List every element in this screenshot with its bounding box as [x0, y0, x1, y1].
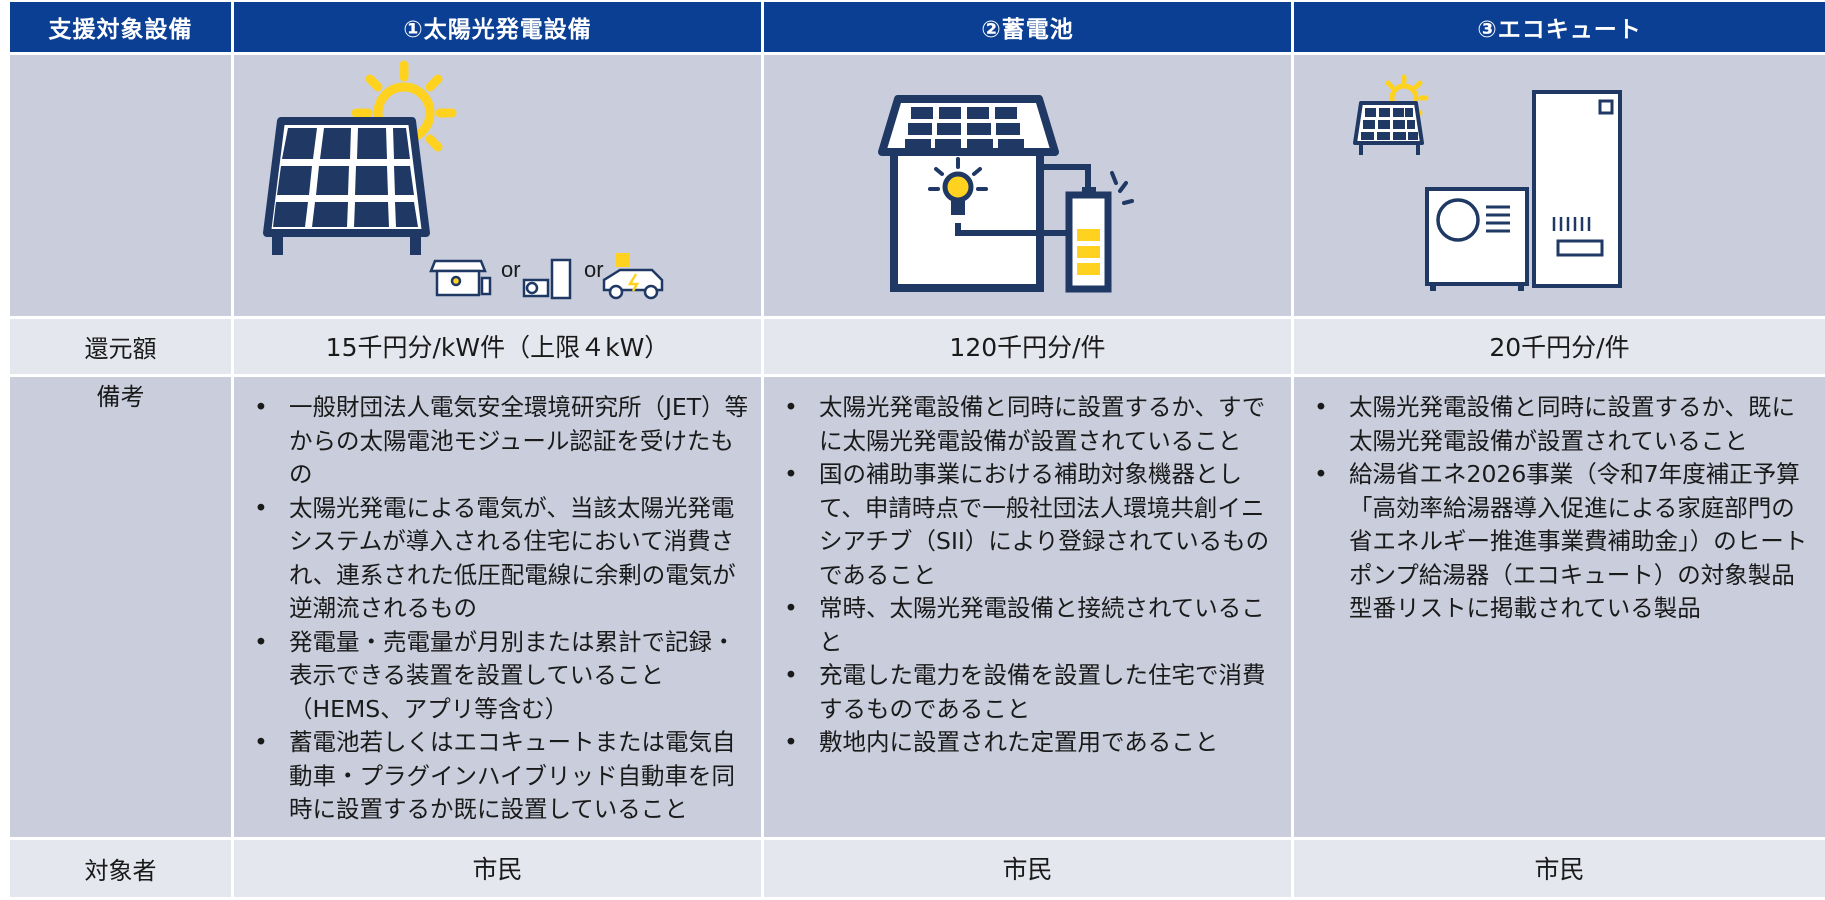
light-bulb-icon: [928, 157, 988, 216]
target-row: 対象者 市民 市民 市民: [10, 839, 1825, 900]
list-item: 発電量・売電量が月別または累計で記録・表示できる装置を設置していること（HEMS…: [254, 626, 751, 727]
notes-solar: 一般財団法人電気安全環境研究所（JET）等からの太陽電池モジュール認証を受けたも…: [234, 377, 764, 840]
target-solar: 市民: [234, 839, 764, 900]
header-ecocute: ③エコキュート: [1294, 2, 1825, 56]
notes-row: 備考 一般財団法人電気安全環境研究所（JET）等からの太陽電池モジュール認証を受…: [10, 377, 1825, 840]
list-item: 常時、太陽光発電設備と接続されていること: [784, 592, 1281, 659]
header-solar: ①太陽光発電設備: [234, 2, 764, 56]
image-label-cell: [10, 55, 234, 319]
list-item: 国の補助事業における補助対象機器として、申請時点で一般社団法人環境共創イニシアチ…: [784, 458, 1281, 592]
battery-image-cell: [764, 55, 1294, 319]
notes-label: 備考: [10, 377, 234, 840]
header-label-cell: 支援対象設備: [10, 2, 234, 56]
battery-house-icon: [878, 95, 1091, 293]
or-label-1: or: [501, 257, 521, 282]
list-item: 給湯省エネ2026事業（令和7年度補正予算「高効率給湯器導入促進による家庭部門の…: [1314, 458, 1815, 626]
water-heater-tank-icon: [1532, 90, 1622, 289]
or-label-2: or: [584, 257, 604, 282]
list-item: 太陽光発電設備と同時に設置するか、既に太陽光発電設備が設置されていること: [1314, 391, 1815, 458]
notes-battery-list: 太陽光発電設備と同時に設置するか、すでに太陽光発電設備が設置されていること 国の…: [764, 391, 1291, 760]
notes-ecocute: 太陽光発電設備と同時に設置するか、既に太陽光発電設備が設置されていること 給湯省…: [1294, 377, 1825, 840]
ecocute-image-cell: [1294, 55, 1825, 319]
support-table: 支援対象設備 ①太陽光発電設備 ②蓄電池 ③エコキュート: [10, 2, 1825, 900]
solar-panel-icon: [1353, 101, 1424, 156]
notes-battery: 太陽光発電設備と同時に設置するか、すでに太陽光発電設備が設置されていること 国の…: [764, 377, 1294, 840]
list-item: 敷地内に設置された定置用であること: [784, 726, 1281, 760]
notes-solar-list: 一般財団法人電気安全環境研究所（JET）等からの太陽電池モジュール認証を受けたも…: [234, 391, 761, 827]
list-item: 一般財団法人電気安全環境研究所（JET）等からの太陽電池モジュール認証を受けたも…: [254, 391, 751, 492]
ecocute-icon: [522, 258, 572, 300]
solar-image-cell: or or: [234, 55, 764, 319]
solar-panel-icon: [263, 117, 430, 256]
amount-row: 還元額 15千円分/kW件（上限４kW） 120千円分/件 20千円分/件: [10, 318, 1825, 378]
list-item: 充電した電力を設備を設置した住宅で消費するものであること: [784, 659, 1281, 726]
list-item: 蓄電池若しくはエコキュートまたは電気自動車・プラグインハイブリッド自動車を同時に…: [254, 726, 751, 827]
list-item: 太陽光発電設備と同時に設置するか、すでに太陽光発電設備が設置されていること: [784, 391, 1281, 458]
amount-battery: 120千円分/件: [764, 318, 1294, 378]
target-battery: 市民: [764, 839, 1294, 900]
amount-ecocute: 20千円分/件: [1294, 318, 1825, 378]
electric-car-icon: [602, 253, 664, 300]
notes-ecocute-list: 太陽光発電設備と同時に設置するか、既に太陽光発電設備が設置されていること 給湯省…: [1294, 391, 1825, 626]
target-ecocute: 市民: [1294, 839, 1825, 900]
amount-label: 還元額: [10, 318, 234, 378]
battery-icon: [1065, 171, 1134, 293]
image-row: or or: [10, 55, 1825, 319]
battery-house-icon: [429, 259, 492, 297]
header-row: 支援対象設備 ①太陽光発電設備 ②蓄電池 ③エコキュート: [10, 2, 1825, 56]
target-label: 対象者: [10, 839, 234, 900]
header-battery: ②蓄電池: [764, 2, 1294, 56]
amount-solar: 15千円分/kW件（上限４kW）: [234, 318, 764, 378]
heat-pump-icon: [1425, 187, 1529, 292]
list-item: 太陽光発電による電気が、当該太陽光発電システムが導入される住宅において消費され、…: [254, 492, 751, 626]
